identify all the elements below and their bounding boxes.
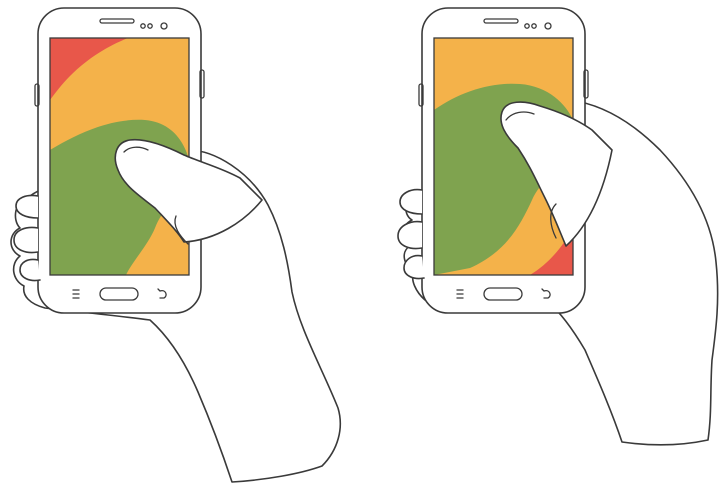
right-volume-button xyxy=(419,84,423,106)
right-finger-1 xyxy=(400,190,422,214)
left-side-button xyxy=(200,70,204,98)
left-volume-button xyxy=(35,84,39,106)
left-finger-2 xyxy=(14,228,38,253)
right-panel xyxy=(398,8,718,445)
right-finger-3 xyxy=(404,256,424,279)
left-finger-3 xyxy=(20,259,40,280)
left-panel xyxy=(11,8,340,482)
right-side-button xyxy=(584,70,588,98)
right-finger-2 xyxy=(398,222,422,249)
